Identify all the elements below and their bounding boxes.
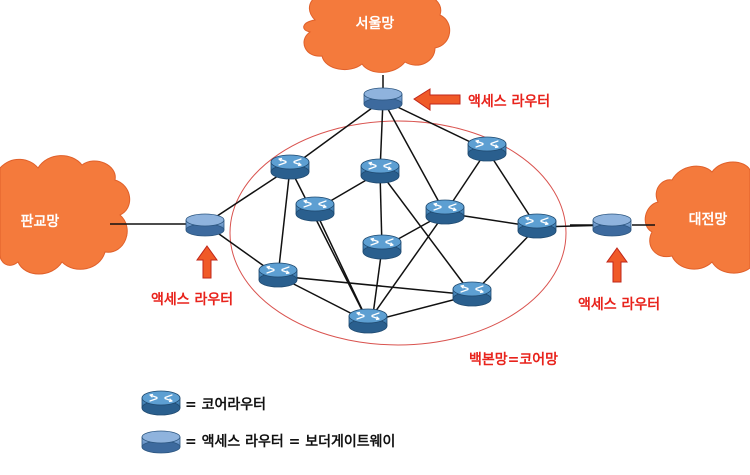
links [110, 75, 655, 323]
core-router-icon [270, 154, 310, 180]
arrow-icon [196, 245, 218, 279]
legend-core-router: = 코어라우터 [141, 390, 266, 416]
backbone-boundary [229, 120, 567, 346]
core-router [258, 262, 298, 288]
core-routers [258, 136, 557, 334]
arrow-icon [606, 247, 628, 283]
cloud-icon [644, 161, 750, 274]
core-router [362, 234, 402, 260]
core-router-icon [348, 308, 388, 334]
access-router-daejeon [592, 213, 632, 237]
backbone-label: 백본망=코어망 [469, 351, 558, 368]
core-router [360, 158, 400, 184]
core-router-icon [452, 281, 492, 307]
link [289, 99, 384, 169]
core-router-icon [295, 196, 335, 222]
access-router-icon [363, 87, 403, 111]
arrow-top [413, 88, 461, 111]
access-router-icon [185, 213, 225, 237]
link [382, 99, 446, 214]
link [204, 167, 291, 225]
legend-core-router-shape [141, 390, 181, 416]
core-router-icon [360, 158, 400, 184]
access-router-seoul [363, 87, 403, 111]
cloud-pangyo-label: 판교망 [21, 213, 60, 230]
link [277, 275, 473, 296]
arrow-right [606, 247, 628, 283]
link [314, 209, 369, 323]
link [277, 167, 291, 277]
core-router [452, 281, 492, 307]
access-router-icon [141, 430, 181, 454]
link [379, 171, 473, 296]
access-router-label-top: 액세스 라우터 [468, 93, 550, 110]
core-router [348, 308, 388, 334]
arrow-icon [413, 88, 461, 111]
access-router-label-right: 액세스 라우터 [578, 296, 660, 313]
link [367, 212, 446, 323]
cloud-daejeon-label: 대전망 [689, 211, 728, 228]
core-router [270, 154, 310, 180]
core-router-icon [425, 199, 465, 225]
core-router [425, 199, 465, 225]
core-router-icon [362, 234, 402, 260]
access-router-label-left: 액세스 라우터 [151, 291, 233, 308]
legend-access-router-label: = 액세스 라우터 = 보더게이트웨이 [185, 433, 395, 450]
core-router [295, 196, 335, 222]
core-router-icon [258, 262, 298, 288]
legend: = 코어라우터 = 액세스 라우터 = 보더게이트웨이 [141, 390, 395, 454]
core-router [467, 136, 507, 162]
core-router-icon [141, 390, 181, 416]
legend-core-router-label: = 코어라우터 [185, 396, 266, 413]
legend-access-router: = 액세스 라우터 = 보더게이트웨이 [141, 430, 395, 454]
access-router-icon [592, 213, 632, 237]
core-router-icon [141, 390, 181, 416]
cloud-seoul: 서울망 [303, 0, 450, 73]
arrow-left [196, 245, 218, 279]
cloud-seoul-label: 서울망 [356, 15, 395, 32]
core-router-icon [467, 136, 507, 162]
access-router-pangyo [185, 213, 225, 237]
cloud-daejeon: 대전망 [644, 161, 750, 274]
link [289, 167, 369, 323]
cloud-icon [0, 155, 130, 275]
cloud-icon [303, 0, 450, 73]
cloud-pangyo: 판교망 [0, 155, 130, 275]
core-router-icon [517, 213, 557, 239]
core-router [517, 213, 557, 239]
link [486, 149, 538, 228]
